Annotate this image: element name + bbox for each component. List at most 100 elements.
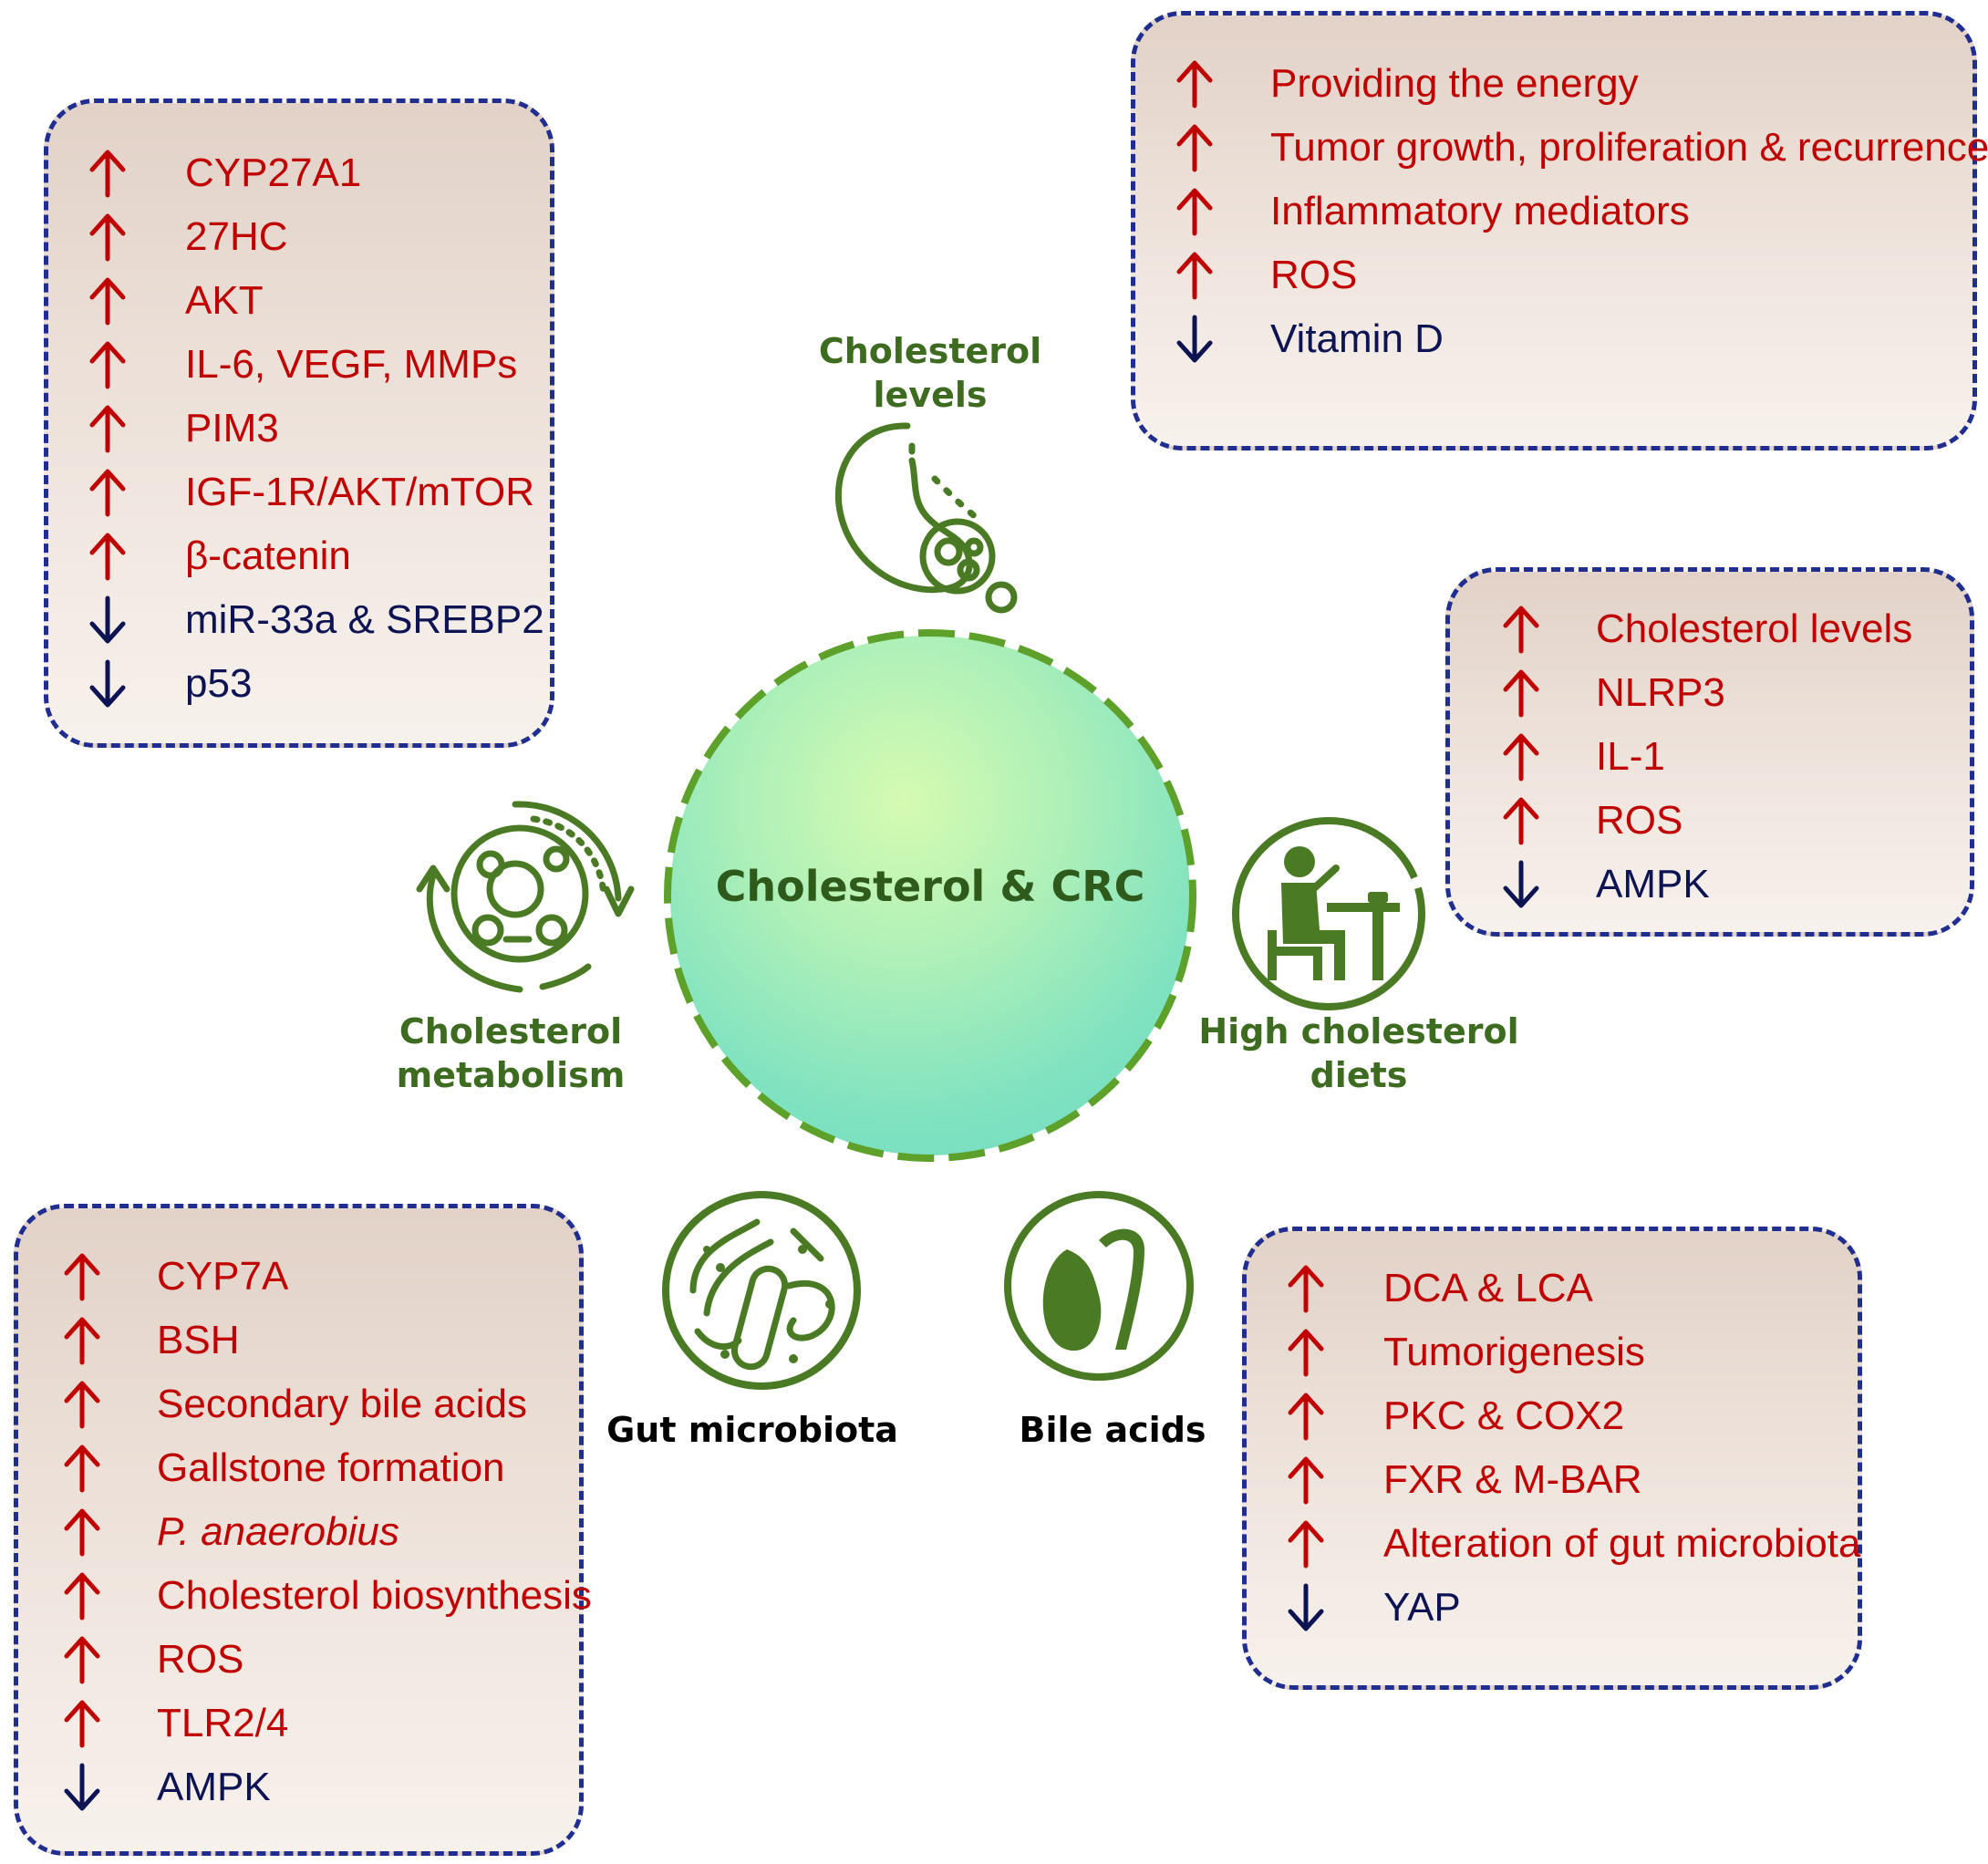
arrow-down-icon bbox=[80, 593, 135, 647]
microbiota-effect-text: AMPK bbox=[157, 1765, 271, 1809]
microbiota-effect-item: AMPK bbox=[18, 1755, 579, 1819]
arrow-up-icon bbox=[80, 529, 135, 584]
bile-effect-item: FXR & M-BAR bbox=[1247, 1448, 1858, 1512]
arrow-up-icon bbox=[55, 1313, 109, 1368]
diets-effect-text: Cholesterol levels bbox=[1596, 606, 1913, 651]
arrow-up-icon bbox=[1494, 730, 1548, 784]
microbiota-effect-text: P. anaerobius bbox=[157, 1509, 399, 1554]
metabolism-effect-text: IGF-1R/AKT/mTOR bbox=[185, 470, 534, 514]
metabolism-effect-item: AKT bbox=[48, 269, 550, 333]
levels-effect-item: ROS bbox=[1135, 243, 1972, 307]
microbiota-effect-text: ROS bbox=[157, 1637, 244, 1682]
bile-effect-text: Tumorigenesis bbox=[1383, 1330, 1645, 1374]
metabolism-effect-item: IGF-1R/AKT/mTOR bbox=[48, 461, 550, 524]
metabolism-effect-text: 27HC bbox=[185, 214, 288, 259]
microbiota-effect-item: Cholesterol biosynthesis bbox=[18, 1564, 592, 1628]
microbiota-effect-text: TLR2/4 bbox=[157, 1701, 289, 1745]
arrow-up-icon bbox=[80, 401, 135, 456]
microbiota-effect-text: Gallstone formation bbox=[157, 1445, 505, 1490]
microbiota-effect-item: CYP7A bbox=[18, 1245, 579, 1309]
bile-effect-item: Alteration of gut microbiota bbox=[1247, 1512, 1860, 1576]
arrow-up-icon bbox=[55, 1696, 109, 1751]
metabolism-effect-text: miR-33a & SREBP2 bbox=[185, 597, 544, 642]
metabolism-cycle-icon bbox=[416, 801, 635, 993]
diets-effect-item: ROS bbox=[1450, 789, 1970, 853]
person-eating-icon bbox=[1232, 817, 1425, 1010]
metabolism-effect-text: AKT bbox=[185, 278, 264, 323]
bile-effect-text: FXR & M-BAR bbox=[1383, 1457, 1642, 1502]
arrow-up-icon bbox=[80, 210, 135, 264]
diets-effect-item: IL-1 bbox=[1450, 725, 1970, 789]
levels-effect-text: Vitamin D bbox=[1270, 316, 1444, 361]
arrow-up-icon bbox=[1494, 666, 1548, 720]
microbiota-effect-item: TLR2/4 bbox=[18, 1692, 579, 1755]
diets-effect-text: NLRP3 bbox=[1596, 670, 1725, 715]
diets-effect-item: NLRP3 bbox=[1450, 661, 1970, 725]
center-circle bbox=[670, 636, 1190, 1155]
metabolism-effect-text: p53 bbox=[185, 661, 253, 706]
metabolism-effect-item: CYP27A1 bbox=[48, 141, 550, 205]
arrow-up-icon bbox=[1279, 1453, 1333, 1507]
arrow-up-icon bbox=[55, 1505, 109, 1559]
arrow-down-icon bbox=[1494, 857, 1548, 912]
microbiota-effect-item: ROS bbox=[18, 1628, 579, 1692]
metabolism-effect-text: PIM3 bbox=[185, 406, 279, 450]
bile-effect-text: YAP bbox=[1383, 1585, 1461, 1630]
microbiota-effect-item: BSH bbox=[18, 1309, 579, 1372]
diets-effect-item: Cholesterol levels bbox=[1450, 597, 1970, 661]
arrow-up-icon bbox=[55, 1632, 109, 1687]
diets-effect-text: IL-1 bbox=[1596, 734, 1665, 779]
bacteria-icon bbox=[662, 1191, 861, 1390]
metabolism-effect-item: β-catenin bbox=[48, 524, 550, 588]
metabolism-effect-item: 27HC bbox=[48, 205, 550, 269]
metabolism-effect-text: IL-6, VEGF, MMPs bbox=[185, 342, 518, 387]
microbiota-effect-text: CYP7A bbox=[157, 1254, 289, 1299]
arrow-up-icon bbox=[1167, 57, 1222, 111]
arrow-up-icon bbox=[1279, 1261, 1333, 1316]
levels-effect-item: Inflammatory mediators bbox=[1135, 180, 1972, 243]
bile-acids-label: Bile acids bbox=[1019, 1410, 1206, 1450]
arrow-down-icon bbox=[1279, 1580, 1333, 1635]
high-cholesterol-diets-label: High cholesterol diets bbox=[1198, 1011, 1519, 1095]
arrow-up-icon bbox=[55, 1249, 109, 1304]
microbiota-effect-text: Cholesterol biosynthesis bbox=[157, 1573, 592, 1618]
microbiota-effect-item: Secondary bile acids bbox=[18, 1372, 579, 1436]
metabolism-effect-item: PIM3 bbox=[48, 397, 550, 461]
metabolism-effect-item: IL-6, VEGF, MMPs bbox=[48, 333, 550, 397]
gallbladder-icon bbox=[1004, 1191, 1194, 1381]
microbiota-effect-text: BSH bbox=[157, 1318, 240, 1362]
arrow-down-icon bbox=[55, 1760, 109, 1815]
bile-effect-item: PKC & COX2 bbox=[1247, 1384, 1858, 1448]
blood-vessel-icon bbox=[834, 422, 1018, 614]
cholesterol-metabolism-label: Cholesterol metabolism bbox=[396, 1011, 626, 1095]
arrow-up-icon bbox=[55, 1569, 109, 1623]
bile-effect-item: DCA & LCA bbox=[1247, 1257, 1858, 1320]
arrow-down-icon bbox=[80, 657, 135, 711]
arrow-up-icon bbox=[1167, 120, 1222, 175]
microbiota-effect-item: P. anaerobius bbox=[18, 1500, 579, 1564]
levels-effect-item: Tumor growth, proliferation & recurrence bbox=[1135, 116, 1988, 180]
microbiota-effect-text: Secondary bile acids bbox=[157, 1382, 528, 1426]
gut-microbiota-label: Gut microbiota bbox=[606, 1410, 898, 1450]
arrow-up-icon bbox=[80, 146, 135, 201]
levels-effect-text: Providing the energy bbox=[1270, 61, 1639, 106]
metabolism-effect-item: miR-33a & SREBP2 bbox=[48, 588, 550, 652]
levels-effect-item: Vitamin D bbox=[1135, 307, 1972, 371]
arrow-up-icon bbox=[80, 465, 135, 520]
microbiota-effect-item: Gallstone formation bbox=[18, 1436, 579, 1500]
arrow-up-icon bbox=[1279, 1517, 1333, 1571]
arrow-up-icon bbox=[55, 1441, 109, 1496]
levels-effect-text: Inflammatory mediators bbox=[1270, 189, 1690, 233]
diets-effect-item: AMPK bbox=[1450, 853, 1970, 916]
cholesterol-levels-label: Cholesterol levels bbox=[818, 331, 1042, 415]
bile-effect-text: PKC & COX2 bbox=[1383, 1393, 1625, 1438]
center-dashed-ring bbox=[664, 629, 1196, 1162]
metabolism-effect-text: β-catenin bbox=[185, 533, 351, 578]
diets-effect-text: ROS bbox=[1596, 798, 1683, 843]
arrow-up-icon bbox=[1167, 184, 1222, 239]
